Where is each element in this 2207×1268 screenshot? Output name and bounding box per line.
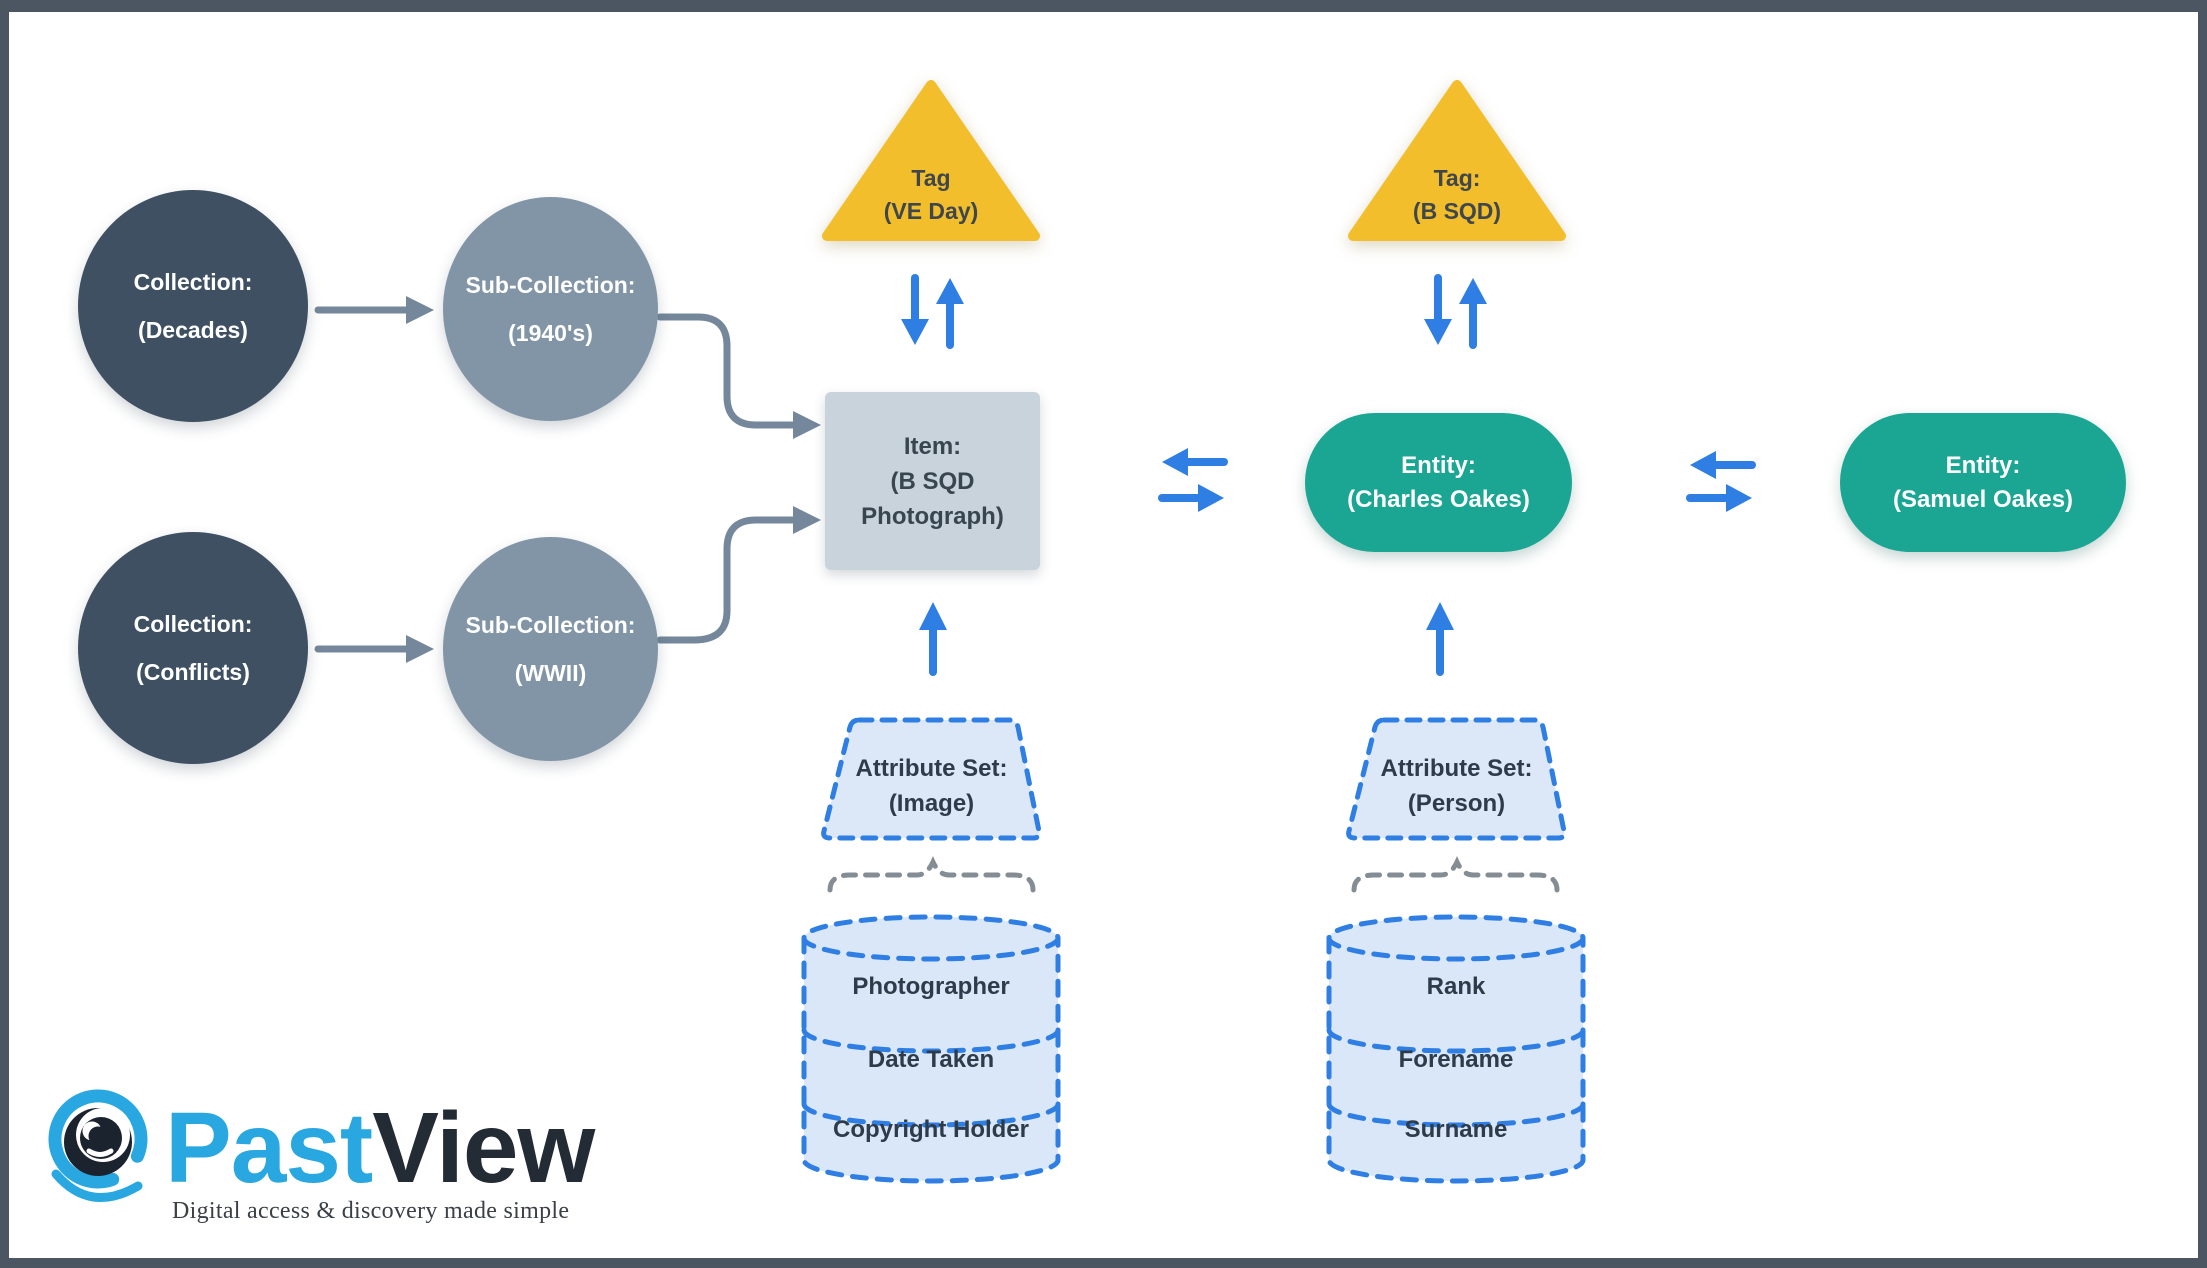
node-label: (Conflicts): [136, 659, 250, 685]
node-label: (Charles Oakes): [1347, 485, 1530, 513]
node-label: Item:: [903, 432, 962, 460]
attribute-label: Surname: [1404, 1116, 1508, 1143]
arrow-attrset-image-to-item: [919, 602, 947, 676]
triangle-shape: [1348, 80, 1566, 241]
node-collection-conflicts: Collection: (Conflicts): [78, 532, 308, 764]
node-label: Tag: [911, 165, 951, 191]
bidirectional-arrows-tag-item: [901, 274, 964, 349]
node-label: (Decades): [138, 317, 248, 343]
node-label: (B SQD): [1412, 198, 1502, 224]
arrow-conflicts-to-wwii: [314, 635, 434, 663]
node-subcollection-1940s: Sub-Collection: (1940's): [443, 197, 658, 421]
attribute-label: Date Taken: [867, 1046, 995, 1073]
node-label: (Image): [888, 790, 975, 817]
bidirectional-arrows-entity-entity: [1686, 451, 1756, 512]
brand-name-primary: Past: [165, 1092, 373, 1204]
node-label: Photograph): [861, 502, 1004, 530]
trapezoid-shape: [821, 717, 1042, 841]
triangle-shape: [822, 80, 1040, 241]
node-label: (VE Day): [883, 198, 979, 224]
node-label: (Samuel Oakes): [1892, 485, 2074, 513]
node-subcollection-wwii: Sub-Collection: (WWII): [443, 537, 658, 761]
node-label: Collection:: [133, 611, 253, 637]
node-label: Tag:: [1433, 165, 1481, 191]
bidirectional-arrows-tag-entity: [1424, 274, 1487, 349]
node-attributes-person-cylinder: Rank Forename Surname: [1325, 908, 1587, 1190]
node-item-b-sqd-photograph: Item: (B SQD Photograph): [825, 392, 1040, 570]
node-label: Attribute Set:: [855, 755, 1008, 782]
node-collection-decades: Collection: (Decades): [78, 190, 308, 422]
node-label: (1940's): [508, 320, 593, 346]
node-label: Attribute Set:: [1380, 755, 1533, 782]
arrow-decades-to-1940s: [314, 296, 434, 324]
brand-name-secondary: View: [372, 1092, 595, 1204]
node-label: (Person): [1407, 790, 1506, 817]
brand-wordmark: PastView: [165, 1098, 595, 1198]
node-label: (WWII): [514, 660, 587, 686]
node-attribute-set-image: Attribute Set: (Image): [815, 713, 1048, 845]
eye-icon: [48, 1089, 148, 1203]
node-entity-charles-oakes: Entity: (Charles Oakes): [1305, 413, 1572, 552]
connector-wwii-to-item: [656, 506, 821, 644]
node-label: Sub-Collection:: [465, 272, 636, 298]
node-label: Collection:: [133, 269, 253, 295]
brand-tagline: Digital access & discovery made simple: [172, 1198, 570, 1224]
node-entity-samuel-oakes: Entity: (Samuel Oakes): [1840, 413, 2126, 552]
attribute-label: Photographer: [852, 973, 1010, 1000]
node-label: Sub-Collection:: [465, 612, 636, 638]
node-label: Entity:: [1945, 451, 2021, 479]
node-label: Entity:: [1401, 451, 1476, 479]
arrow-attrset-person-to-entity: [1426, 602, 1454, 676]
node-attributes-image-cylinder: Photographer Date Taken Copyright Holder: [800, 908, 1062, 1190]
connector-1940s-to-item: [656, 313, 821, 439]
bidirectional-arrows-item-entity: [1158, 448, 1228, 512]
attribute-label: Forename: [1398, 1046, 1514, 1073]
attribute-label: Copyright Holder: [833, 1116, 1029, 1143]
cylinder-shape: [801, 914, 1061, 1184]
node-label: (B SQD: [890, 467, 975, 495]
attribute-label: Rank: [1426, 973, 1486, 1000]
trapezoid-shape: [1346, 717, 1567, 841]
brace-image-attributes: [827, 856, 1036, 893]
brace-person-attributes: [1351, 856, 1560, 893]
cylinder-shape: [1326, 914, 1586, 1184]
node-tag-b-sqd: Tag: (B SQD): [1346, 78, 1568, 242]
node-tag-ve-day: Tag (VE Day): [820, 78, 1042, 242]
node-attribute-set-person: Attribute Set: (Person): [1340, 713, 1573, 845]
